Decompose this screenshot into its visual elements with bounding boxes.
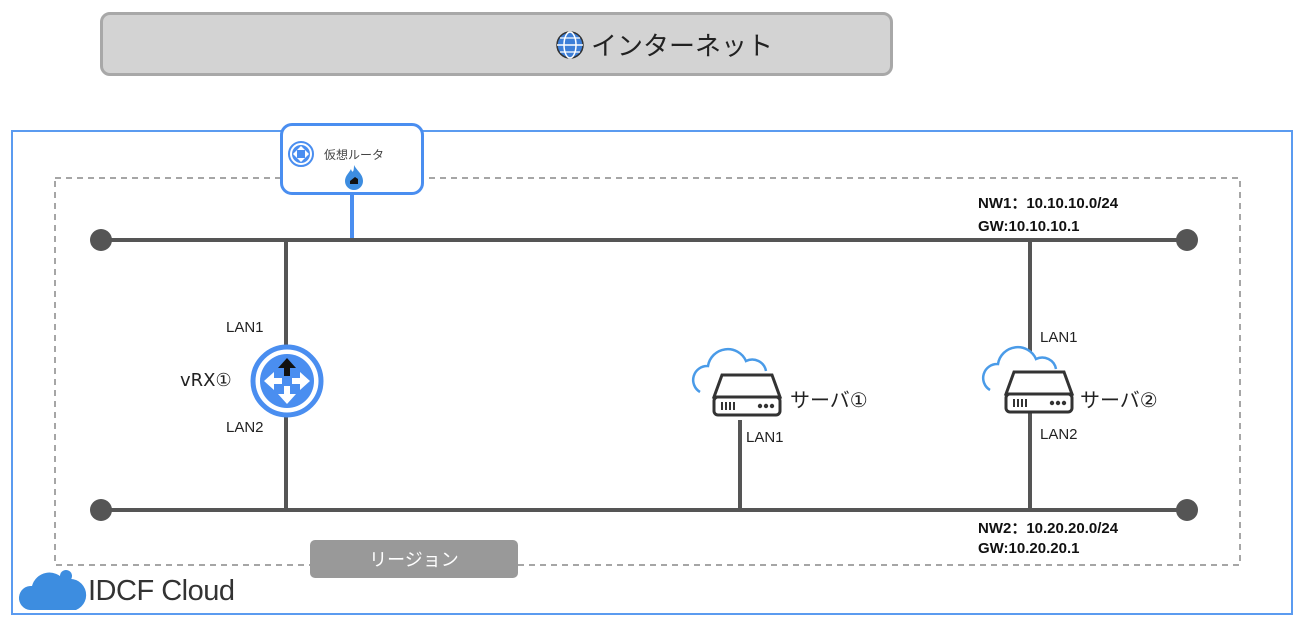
router-icon <box>288 141 314 167</box>
vrx-lan1-label: LAN1 <box>226 319 264 336</box>
nw1-gateway: GW:10.10.10.1 <box>978 218 1080 235</box>
nw1-label: NW1：10.10.10.0/24 <box>978 195 1119 212</box>
nw2-label: NW2：10.20.20.0/24 <box>978 520 1119 537</box>
nw2-end-right <box>1176 499 1198 521</box>
nw2-gateway: GW:10.20.20.1 <box>978 540 1080 557</box>
internet-text: インターネット <box>591 32 774 62</box>
region-label: リージョン <box>369 550 459 571</box>
nw2-end-left <box>90 499 112 521</box>
server1-icon[interactable] <box>691 347 783 417</box>
server1-label: サーバ① <box>790 388 868 412</box>
virtual-router-label: 仮想ルータ <box>324 148 385 162</box>
idcf-cloud-logo-icon <box>18 572 87 610</box>
vrx-lan2-label: LAN2 <box>226 419 264 436</box>
vrx-label: vRX① <box>180 370 232 391</box>
cloud-boundary <box>11 130 1293 615</box>
server1-lan1-label: LAN1 <box>746 429 784 446</box>
nw1-end-left <box>90 229 112 251</box>
server2-lan1-label: LAN1 <box>1040 329 1078 346</box>
router-icon[interactable] <box>250 344 324 418</box>
globe-icon <box>556 30 584 59</box>
server2-label: サーバ② <box>1080 388 1158 412</box>
region-badge: リージョン <box>310 540 518 578</box>
logo-dot <box>60 570 72 582</box>
internet-box <box>100 12 893 76</box>
server2-icon[interactable] <box>981 345 1075 414</box>
flame-icon <box>345 165 363 190</box>
internet-label: インターネット <box>555 26 773 63</box>
region-boundary <box>54 177 1241 566</box>
brand-label: IDCF Cloud <box>88 575 235 607</box>
nw1-end-right <box>1176 229 1198 251</box>
server2-lan2-label: LAN2 <box>1040 426 1078 443</box>
